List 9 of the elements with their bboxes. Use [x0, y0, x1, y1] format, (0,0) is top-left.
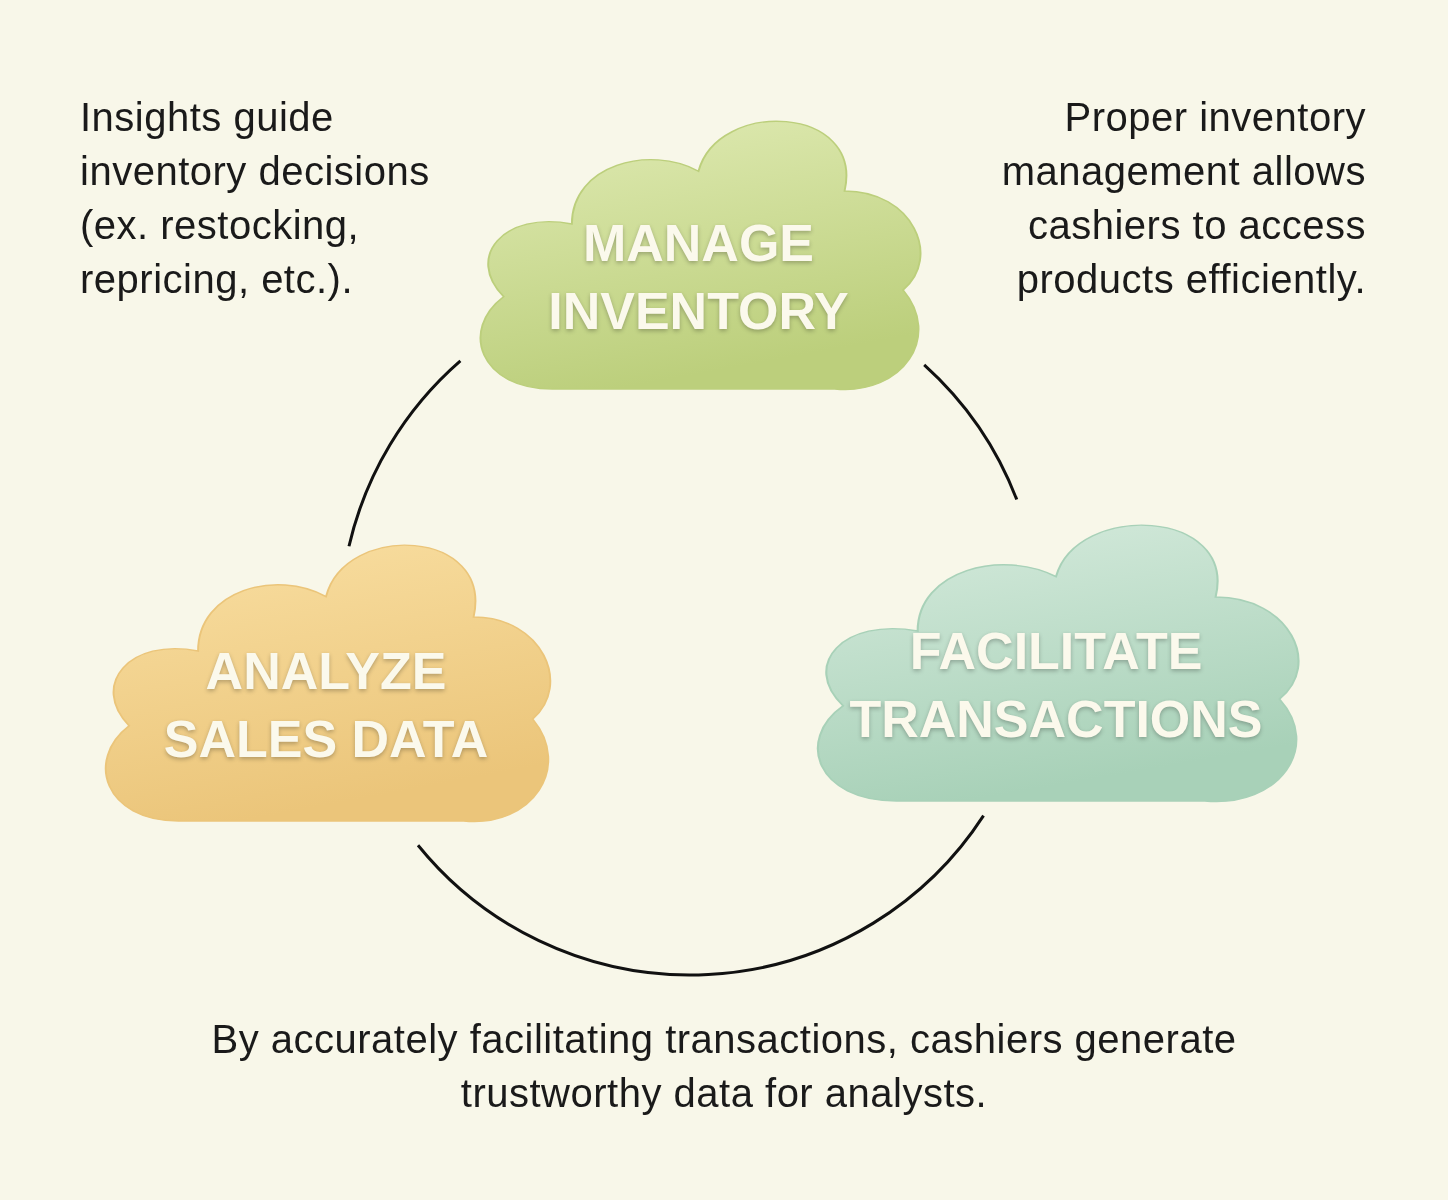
connector-arc	[416, 814, 985, 977]
connector-arc	[347, 359, 462, 547]
annotation-text: Proper inventory management allows cashiers to access products efficiently.	[1000, 94, 1366, 303]
cloud-label: MANAGE INVENTORY	[547, 213, 850, 342]
annotation-text: By accurately facilitating transactions, cashiers generate trustworthy data for analysts.	[210, 1016, 1238, 1117]
cloud-label: FACILITATE TRANSACTIONS	[848, 621, 1264, 750]
annotation-text: Insights guide inventory decisions (ex. restocking, repricing, etc.).	[80, 94, 431, 303]
cloud-label: ANALYZE SALES DATA	[162, 641, 490, 770]
connector-arc	[923, 363, 1019, 501]
